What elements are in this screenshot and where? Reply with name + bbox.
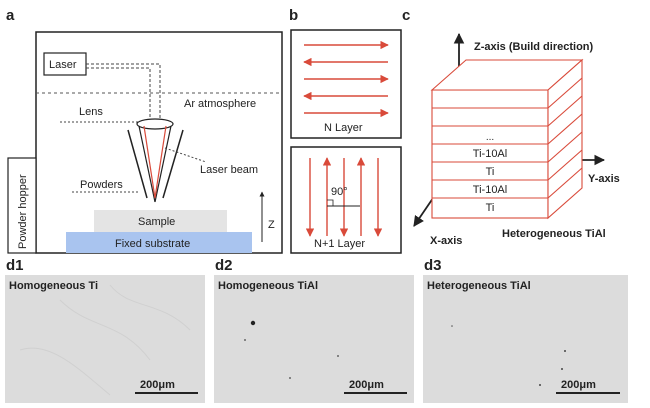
laser-label: Laser: [49, 59, 77, 71]
beam-red-left: [143, 125, 156, 199]
fixed-substrate-label: Fixed substrate: [115, 238, 190, 250]
y-axis-label: Y-axis: [588, 173, 620, 185]
layer-label-dots: ...: [486, 132, 494, 143]
pore-d2-1: [250, 320, 256, 326]
panel-d2-letter: d2: [215, 257, 233, 274]
micrograph-d1-caption: Homogeneous Ti: [9, 280, 98, 292]
powders-label: Powders: [80, 179, 123, 191]
pore-d3-4: [451, 325, 453, 327]
scale-label-d3: 200μm: [561, 379, 596, 391]
pore-d2-4: [289, 377, 291, 379]
pore-d3-2: [561, 368, 563, 370]
x-axis-label: X-axis: [430, 235, 462, 247]
micrograph-d3-caption: Heterogeneous TiAl: [427, 280, 531, 292]
beam-edge-right: [154, 125, 172, 203]
layer-label-ti-top: Ti: [486, 166, 495, 178]
laser-beam-leader: [164, 147, 207, 163]
panel-d1: d1 Homogeneous Ti 200μm: [5, 257, 205, 403]
panel-b-letter: b: [289, 7, 298, 24]
layer-label-ti10al-bottom: Ti-10Al: [473, 184, 507, 196]
panel-c: c Z-axis (Build direction) Y-axis X-axis…: [402, 7, 620, 247]
panel-c-letter: c: [402, 7, 410, 24]
pore-d2-2: [244, 339, 246, 341]
sample-block: [94, 210, 227, 232]
panel-d2: d2 Homogeneous TiAl 200μm: [214, 257, 414, 403]
fixed-substrate-block: [66, 232, 252, 253]
micrograph-d2-caption: Homogeneous TiAl: [218, 280, 318, 292]
powder-nozzle-right: [162, 129, 184, 199]
lens-label: Lens: [79, 106, 103, 118]
n-layer-label: N Layer: [324, 122, 363, 134]
n1-layer-label: N+1 Layer: [314, 238, 365, 250]
z-axis-label: Z-axis (Build direction): [474, 41, 594, 53]
lens-icon: [136, 118, 174, 130]
beam-edge-left: [138, 125, 156, 203]
scale-label-d2: 200μm: [349, 379, 384, 391]
z-axis-label: Z: [268, 219, 275, 231]
laser-beam-label: Laser beam: [200, 164, 258, 176]
panel-a-letter: a: [6, 7, 15, 24]
laser-path: [86, 63, 161, 120]
panel-d3: d3 Heterogeneous TiAl 200μm: [423, 257, 628, 403]
laser-path-2: [86, 67, 151, 120]
panel-d1-letter: d1: [6, 257, 24, 274]
micrograph-d1: [5, 275, 205, 403]
powder-hopper-label: Powder hopper: [17, 174, 29, 249]
angle-label: 90°: [331, 186, 348, 198]
panel-c-caption: Heterogeneous TiAl: [502, 228, 606, 240]
panel-d3-letter: d3: [424, 257, 442, 274]
layered-block: [430, 58, 584, 220]
right-angle-icon: [327, 199, 334, 206]
pore-d2-3: [337, 355, 339, 357]
pore-d3-3: [539, 384, 541, 386]
ar-atmosphere-label: Ar atmosphere: [184, 98, 256, 110]
powder-hopper-box: [7, 157, 37, 254]
sample-label: Sample: [138, 216, 175, 228]
micrograph-d2: [214, 275, 414, 403]
n1-layer-frame: [290, 146, 402, 254]
scale-label-d1: 200μm: [140, 379, 175, 391]
beam-red-right: [154, 125, 167, 199]
layer-label-ti10al-top: Ti-10Al: [473, 148, 507, 160]
grain-texture-d1: [19, 284, 191, 396]
powder-nozzle-left: [127, 129, 148, 199]
micrograph-d3: [423, 275, 628, 403]
panel-a: a Laser Ar atmosphere Lens Laser beam Po…: [6, 7, 283, 254]
layer-label-ti-bottom: Ti: [486, 202, 495, 214]
n-layer-frame: [290, 29, 402, 139]
panel-b: b N Layer 90° N+1 Layer: [289, 7, 402, 254]
pore-d3-1: [564, 350, 566, 352]
